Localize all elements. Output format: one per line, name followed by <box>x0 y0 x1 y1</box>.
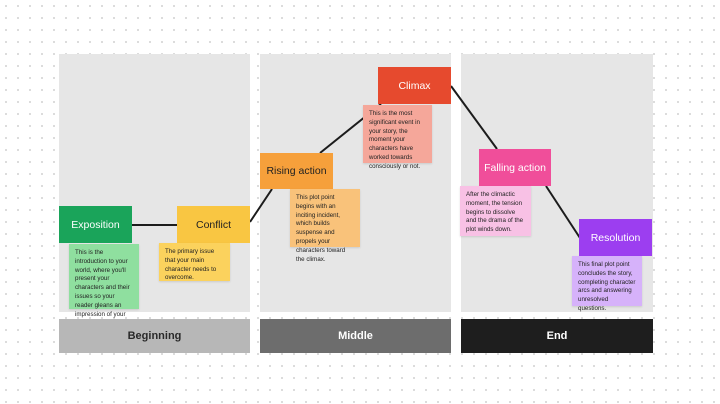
falling-action-note[interactable]: After the climactic moment, the tension … <box>460 186 531 236</box>
section-beginning-label: Beginning <box>127 330 182 342</box>
rising-action-note[interactable]: This plot point begins with an inciting … <box>290 189 360 263</box>
falling-action-label: Falling action <box>484 161 546 174</box>
climax-note[interactable]: This is the most significant event in yo… <box>363 105 432 170</box>
exposition-card[interactable]: Exposition <box>59 206 132 243</box>
connector-conflict-rising <box>249 188 273 223</box>
resolution-card[interactable]: Resolution <box>579 219 652 256</box>
section-end[interactable]: End <box>461 319 653 353</box>
exposition-label: Exposition <box>71 218 120 231</box>
rising-action-card[interactable]: Rising action <box>260 153 333 189</box>
connector-climax-falling <box>450 85 498 150</box>
conflict-note[interactable]: The primary issue that your main charact… <box>159 243 230 281</box>
section-middle-label: Middle <box>338 330 373 342</box>
climax-label: Climax <box>398 79 431 92</box>
resolution-note[interactable]: This final plot point concludes the stor… <box>572 256 642 312</box>
conflict-card[interactable]: Conflict <box>177 206 250 243</box>
rising-action-label: Rising action <box>266 165 327 177</box>
climax-card[interactable]: Climax <box>378 67 451 104</box>
section-middle[interactable]: Middle <box>260 319 451 353</box>
resolution-label: Resolution <box>590 231 641 244</box>
conflict-label: Conflict <box>195 218 231 231</box>
section-beginning[interactable]: Beginning <box>59 319 250 353</box>
falling-action-card[interactable]: Falling action <box>479 149 551 186</box>
section-end-label: End <box>546 330 568 342</box>
exposition-note[interactable]: This is the introduction to your world, … <box>69 244 139 326</box>
connector-falling-resolution <box>545 185 581 239</box>
